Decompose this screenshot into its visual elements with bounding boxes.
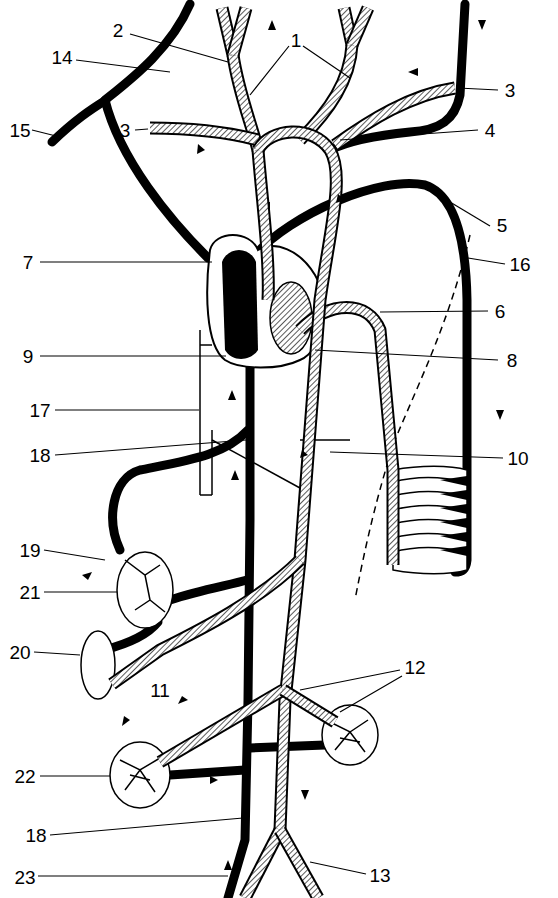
callout-number: 18: [24, 826, 47, 845]
callout-number: 12: [403, 658, 426, 677]
callout-number: 7: [22, 253, 35, 272]
callout-number: 3: [119, 121, 132, 140]
callout-number: 22: [13, 767, 36, 786]
callout-number: 19: [18, 541, 41, 560]
callout-number: 10: [506, 449, 529, 468]
callout-number: 4: [484, 121, 497, 140]
callout-number: 14: [50, 48, 73, 67]
callout-number: 18: [28, 446, 51, 465]
callout-number: 17: [28, 401, 51, 420]
callout-number: 3: [504, 81, 517, 100]
callout-number: 15: [8, 121, 31, 140]
callout-number: 6: [494, 302, 507, 321]
callout-number: 16: [508, 255, 531, 274]
callout-number: 20: [8, 643, 31, 662]
callout-number: 9: [22, 347, 35, 366]
callout-number: 23: [13, 868, 36, 887]
callout-number: 1: [290, 31, 303, 50]
callout-number: 5: [496, 216, 509, 235]
callout-number: 2: [112, 21, 125, 40]
callout-number: 21: [18, 583, 41, 602]
callout-number: 11: [149, 681, 171, 700]
callout-number: 13: [368, 866, 391, 885]
callout-number: 8: [506, 351, 519, 370]
